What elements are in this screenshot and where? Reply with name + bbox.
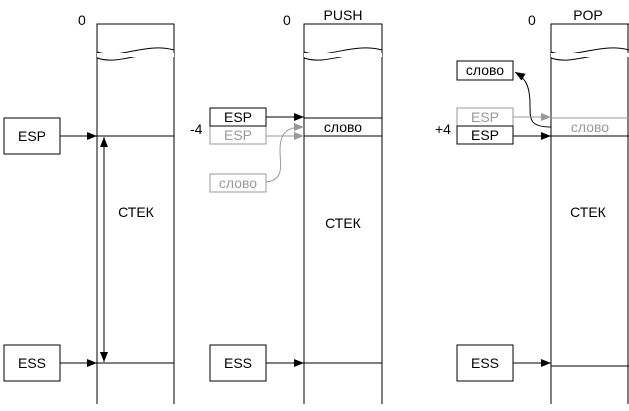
new-esp-box bbox=[456, 125, 514, 145]
address-zero-label: 0 bbox=[528, 12, 536, 28]
address-zero-label: 0 bbox=[283, 12, 291, 28]
source-word-label: слово bbox=[219, 175, 257, 191]
pop-curve-arrow bbox=[514, 71, 552, 128]
new-esp-label: ESP bbox=[224, 109, 252, 125]
ess-label: ESS bbox=[471, 355, 499, 371]
new-esp-label: ESP bbox=[471, 127, 499, 143]
address-zero-label: 0 bbox=[78, 12, 86, 28]
stack-label: СТЕК bbox=[118, 204, 155, 220]
old-esp-label: ESP bbox=[471, 109, 499, 125]
ess-register-box bbox=[456, 344, 514, 382]
push-panel: PUSH 0 слово СТЕК -4 ESP ESP слово ESS bbox=[190, 7, 383, 404]
pop-title: POP bbox=[573, 7, 603, 23]
stack-label: СТЕК bbox=[570, 204, 607, 220]
source-word-box bbox=[209, 173, 267, 193]
popped-word-faded: слово bbox=[571, 119, 609, 135]
dest-word-label: слово bbox=[466, 62, 504, 78]
stack-column bbox=[96, 23, 175, 404]
pop-panel: POP 0 слово СТЕК слово +4 ESP ESP ESS bbox=[435, 7, 629, 404]
esp-label: ESP bbox=[18, 128, 46, 144]
dest-word-box bbox=[456, 60, 514, 81]
push-curve-arrow bbox=[265, 123, 305, 183]
ess-label: ESS bbox=[224, 355, 252, 371]
ess-label: ESS bbox=[18, 355, 46, 371]
offset-label: +4 bbox=[435, 121, 451, 137]
ess-register-box bbox=[3, 344, 61, 382]
esp-register-box bbox=[3, 117, 61, 155]
offset-label: -4 bbox=[190, 121, 203, 137]
stack-label: СТЕК bbox=[325, 215, 362, 231]
initial-panel: 0 ESP ESS СТЕК bbox=[3, 12, 175, 404]
push-title: PUSH bbox=[324, 7, 363, 23]
old-esp-label: ESP bbox=[224, 127, 252, 143]
pushed-word: слово bbox=[324, 119, 362, 135]
